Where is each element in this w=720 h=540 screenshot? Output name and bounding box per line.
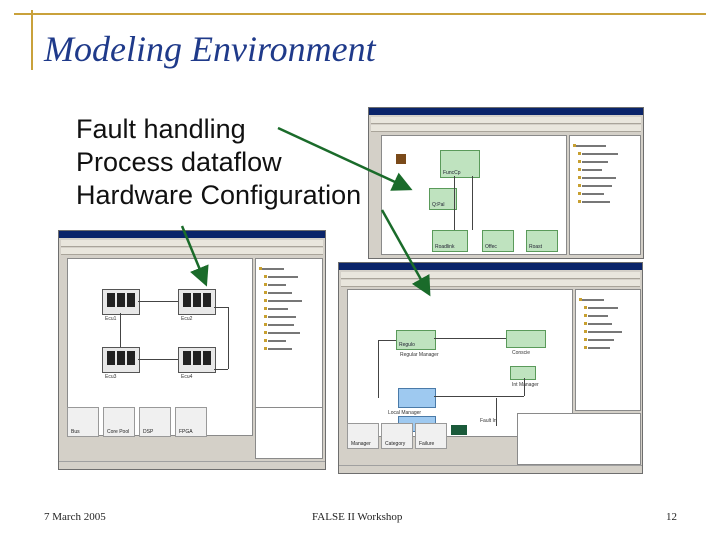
toolbar (371, 125, 641, 132)
properties-panel (255, 407, 323, 459)
model-box: FuncCp (440, 150, 480, 178)
menu-bar (61, 240, 323, 247)
model-box: Regulo (396, 330, 436, 350)
bullet-item: Hardware Configuration (76, 180, 362, 210)
model-canvas: FuncCp Q:Pal Roadlink Offec Roast (381, 135, 567, 255)
dataflow-canvas: Regulo Regular Manager Conscie Int Manag… (347, 289, 573, 437)
model-box (506, 330, 546, 348)
bullet-item: Process dataflow (76, 147, 282, 177)
status-bar (59, 461, 325, 469)
palette-item[interactable]: Bus (67, 407, 99, 437)
model-tree-panel (569, 135, 641, 255)
ecu-block: Ecu2 (178, 289, 216, 322)
status-bar (339, 465, 642, 473)
footer-date: 7 March 2005 (44, 511, 106, 523)
menu-bar (341, 272, 640, 279)
ecu-block: Ecu3 (102, 347, 140, 380)
arrow-hardware-configuration (180, 225, 209, 287)
palette-item[interactable]: Category (381, 423, 413, 449)
box-label: Fault In (480, 418, 497, 424)
window-titlebar (339, 263, 642, 270)
dataflow-tree-panel (575, 289, 641, 411)
model-box: Q:Pal (429, 188, 457, 210)
hardware-canvas: Ecu1 Ecu2 Ecu3 Ecu4 (67, 258, 253, 436)
model-box: Offec (482, 230, 514, 252)
accent-horizontal-rule (14, 13, 706, 15)
component-icon (396, 154, 406, 164)
screenshot-process-dataflow-editor: Regulo Regular Manager Conscie Int Manag… (338, 262, 643, 474)
box-label: Local Manager (388, 410, 422, 416)
model-box (510, 366, 536, 380)
palette-item[interactable]: DSP (139, 407, 171, 437)
box-label: Regular Manager (400, 352, 439, 358)
arrow-fault-handling (277, 126, 413, 191)
model-box: Roast (526, 230, 558, 252)
bullet-item: Fault handling (76, 114, 246, 144)
box-label: Int Manager (512, 382, 539, 388)
bullet-list: Fault handling Process dataflow Hardware… (76, 113, 361, 212)
screenshot-hardware-configuration-editor: Ecu1 Ecu2 Ecu3 Ecu4 Bus Core Pool DSP F (58, 230, 326, 470)
palette-item[interactable]: Failure (415, 423, 447, 449)
menu-bar (371, 117, 641, 124)
ecu-block: Ecu4 (178, 347, 216, 380)
model-box: Roadlink (432, 230, 468, 252)
hardware-tree-panel (255, 258, 323, 436)
box-label: Conscie (512, 350, 531, 356)
screenshot-fault-handling-editor: FuncCp Q:Pal Roadlink Offec Roast (368, 107, 644, 259)
palette-item[interactable]: Core Pool (103, 407, 135, 437)
window-titlebar (59, 231, 325, 238)
ecu-block: Ecu1 (102, 289, 140, 322)
properties-panel (517, 413, 641, 465)
accent-vertical-rule (31, 10, 33, 70)
window-titlebar (369, 108, 643, 115)
toolbar (341, 280, 640, 287)
arrow-process-dataflow (380, 209, 431, 297)
palette-item[interactable]: Manager (347, 423, 379, 449)
footer-event: FALSE II Workshop (312, 511, 403, 523)
palette-item[interactable]: FPGA (175, 407, 207, 437)
component-icon (451, 425, 467, 435)
model-box (398, 388, 436, 408)
page-number: 12 (666, 511, 677, 523)
slide-title: Modeling Environment (44, 29, 376, 69)
